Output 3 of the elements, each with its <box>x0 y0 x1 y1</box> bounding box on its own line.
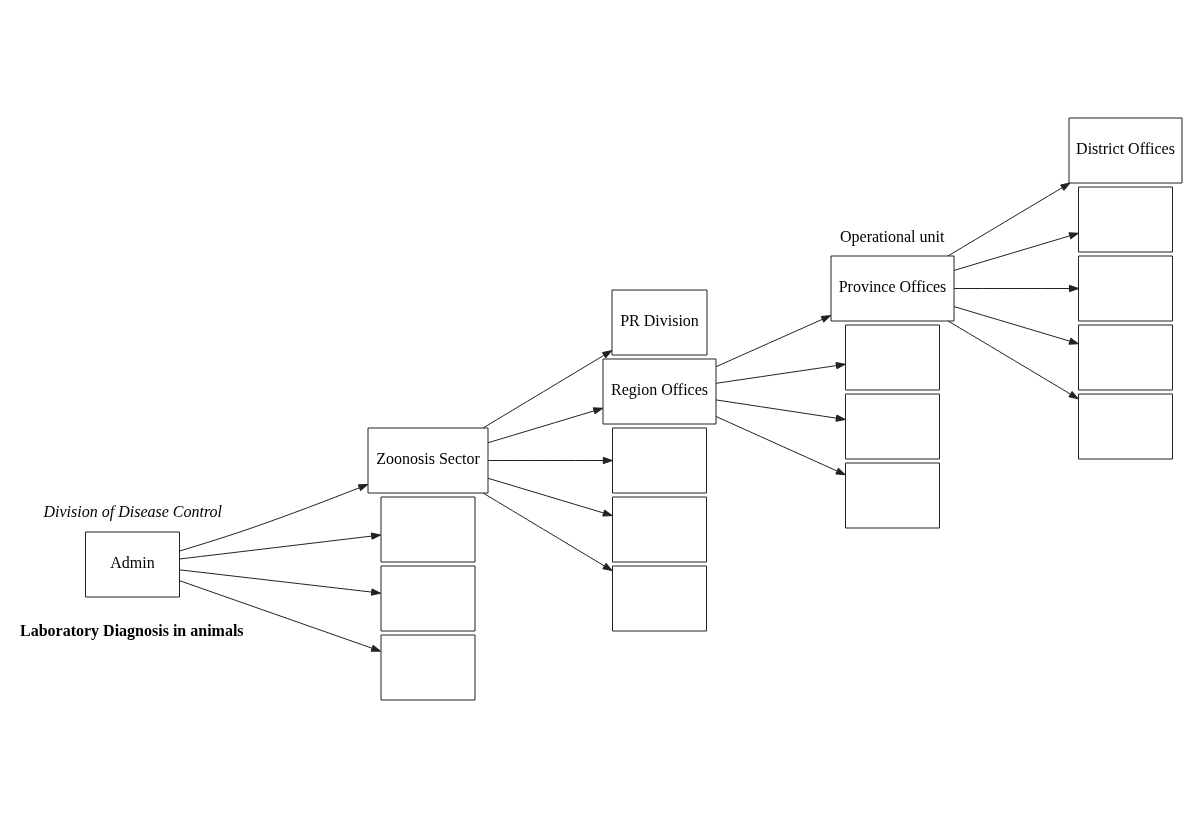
label: Operational unit <box>840 227 945 245</box>
label: Laboratory Diagnosis in animals <box>20 621 244 639</box>
label: Division of Disease Control <box>43 502 223 520</box>
